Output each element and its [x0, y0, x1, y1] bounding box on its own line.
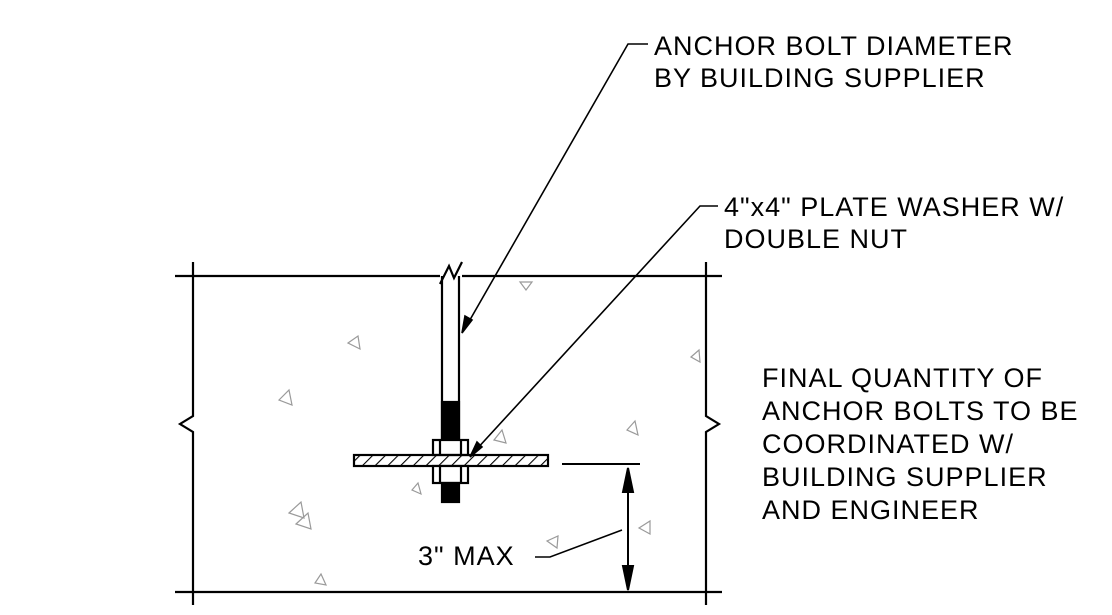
note-line: FINAL QUANTITY OF [762, 363, 1044, 393]
plate-washer-leader [474, 205, 718, 452]
callout-line: BY BUILDING SUPPLIER [654, 63, 986, 93]
bolt-threads [440, 400, 461, 442]
dimension-arrow-up [621, 467, 635, 493]
callout-line: 4"x4" PLATE WASHER W/ [724, 192, 1065, 222]
depth-dimension [562, 463, 640, 591]
leader-lines [461, 43, 718, 558]
concrete-aggregate [277, 281, 701, 586]
note-line: COORDINATED W/ [762, 429, 1014, 459]
right-break-line [704, 262, 722, 605]
max-depth-leader [535, 529, 623, 558]
plate-washer-callout: 4"x4" PLATE WASHER W/ DOUBLE NUT [724, 191, 1064, 255]
final-quantity-note: FINAL QUANTITY OF ANCHOR BOLTS TO BE COO… [762, 362, 1079, 527]
anchor-bolt-arrowhead [461, 314, 474, 334]
callout-line: ANCHOR BOLT DIAMETER [654, 31, 1014, 61]
plate-washer [352, 453, 550, 468]
callout-line: DOUBLE NUT [724, 224, 909, 254]
plate-washer-arrowhead [469, 440, 484, 458]
note-line: ANCHOR BOLTS TO BE [762, 396, 1079, 426]
concrete-slab [175, 262, 722, 605]
anchor-bolt-callout: ANCHOR BOLT DIAMETER BY BUILDING SUPPLIE… [654, 30, 1014, 94]
bolt-break-mark [439, 261, 463, 285]
anchor-bolt-leader [466, 43, 648, 326]
note-line: BUILDING SUPPLIER [762, 462, 1048, 492]
bolt-end-threads [440, 481, 461, 504]
top-nut [431, 438, 470, 457]
note-line: AND ENGINEER [762, 495, 980, 525]
max-depth-label: 3" MAX [418, 541, 515, 571]
anchor-bolt [352, 261, 550, 504]
left-break-line [177, 262, 195, 605]
bottom-nut [431, 464, 470, 485]
dimension-arrow-down [621, 565, 635, 591]
